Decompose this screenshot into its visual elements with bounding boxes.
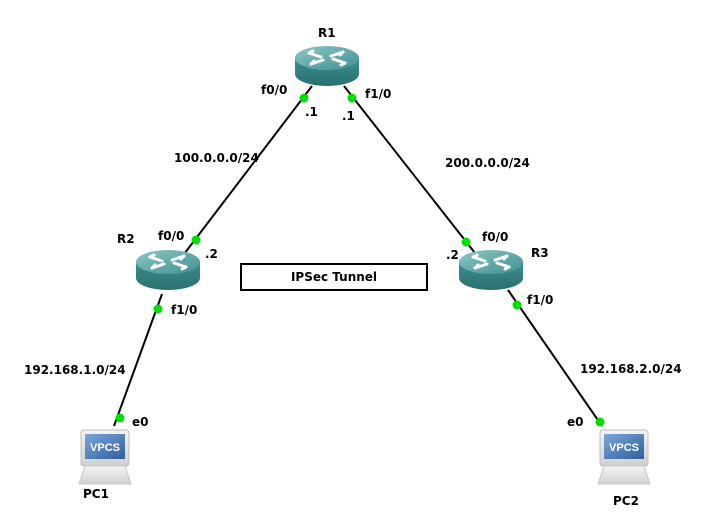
pc1-screen-text: VPCS (90, 442, 120, 454)
port-dot-pc2-e0 (595, 417, 605, 427)
network-label-r1-r2: 100.0.0.0/24 (174, 151, 259, 165)
network-label-r3-pc2: 192.168.2.0/24 (580, 362, 682, 376)
port-dot-r2-f0-0 (191, 235, 201, 245)
pc2-screen-text: VPCS (609, 442, 639, 454)
ipsec-tunnel-text: IPSec Tunnel (290, 270, 378, 284)
port-dot-r1-f0-0 (299, 93, 309, 103)
link-r2-pc1[interactable] (113, 293, 163, 427)
label-r1: R1 (318, 26, 336, 40)
router-r1[interactable] (293, 44, 361, 88)
port-label-r3-f1-0: f1/0 (527, 293, 554, 307)
ip-label-r1-f1-0: .1 (342, 109, 355, 123)
port-dot-r1-f1-0 (347, 93, 357, 103)
router-r3[interactable] (457, 248, 525, 292)
port-label-r1-f1-0: f1/0 (365, 87, 392, 101)
network-label-r2-pc1: 192.168.1.0/24 (24, 363, 126, 377)
network-label-r1-r3: 200.0.0.0/24 (445, 156, 530, 170)
port-label-pc2-e0: e0 (567, 415, 584, 429)
ipsec-tunnel-annotation[interactable]: IPSec Tunnel (240, 263, 428, 291)
link-r3-pc2[interactable] (507, 289, 603, 427)
port-dot-r3-f0-0 (461, 237, 471, 247)
label-r3: R3 (531, 246, 549, 260)
link-r1-r3[interactable] (343, 85, 483, 263)
ip-label-r1-f0-0: .1 (305, 105, 318, 119)
vpcs-pc1[interactable]: VPCS (78, 429, 132, 485)
port-label-r1-f0-0: f0/0 (261, 83, 288, 97)
links-layer (113, 85, 603, 427)
label-pc1: PC1 (83, 487, 109, 501)
port-label-r2-f0-0: f0/0 (158, 229, 185, 243)
port-dot-r3-f1-0 (512, 300, 522, 310)
label-r2: R2 (117, 232, 135, 246)
port-dot-r2-f1-0 (153, 304, 163, 314)
port-dots (115, 93, 605, 427)
port-label-r3-f0-0: f0/0 (482, 230, 509, 244)
ip-label-r3-f0-0: .2 (446, 248, 459, 262)
port-label-r2-f1-0: f1/0 (171, 303, 198, 317)
vpcs-pc2[interactable]: VPCS (597, 429, 651, 485)
link-r1-r2[interactable] (177, 85, 313, 263)
ip-label-r2-f0-0: .2 (205, 247, 218, 261)
router-r2[interactable] (134, 248, 202, 292)
port-dot-pc1-e0 (115, 413, 125, 423)
label-pc2: PC2 (613, 494, 639, 508)
port-label-pc1-e0: e0 (132, 415, 149, 429)
